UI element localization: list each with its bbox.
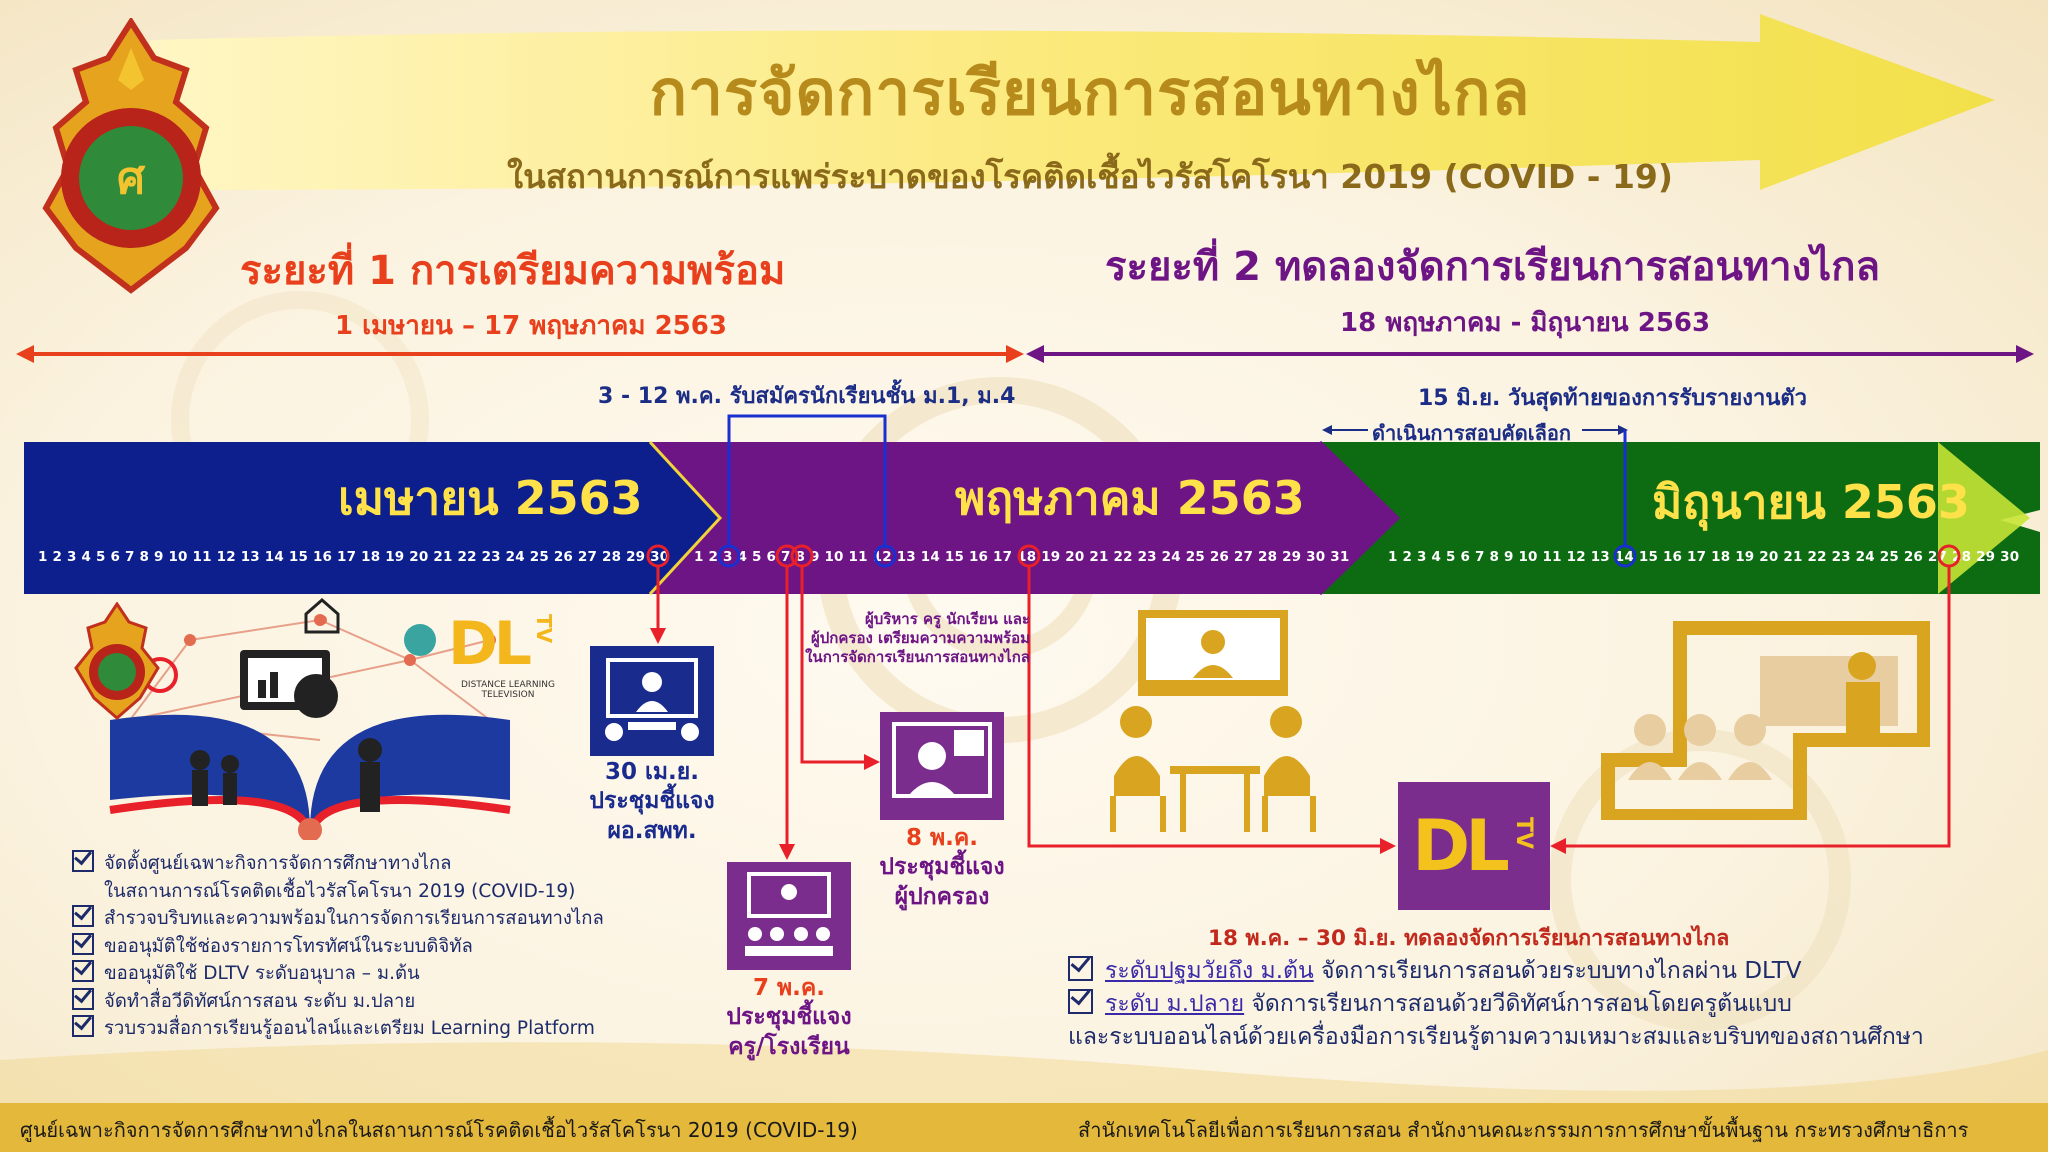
page-title: การจัดการเรียนการสอนทางไกล: [649, 56, 1531, 129]
event-may7-label: 7 พ.ค. ประชุมชี้แจง ครู/โรงเรียน: [700, 974, 878, 1062]
dltv-tile-text: DL: [1412, 805, 1510, 887]
dltv-logo-tv: TV: [532, 614, 557, 644]
event-apr30-date: 30 เม.ย.: [605, 759, 699, 785]
june-days: 1 2 3 4 5 6 7 8 9 10 11 12 13 14 15 16 1…: [1388, 549, 2020, 565]
event-may8-line2: ผู้ปกครอง: [894, 883, 990, 910]
dltv-caption-2: TELEVISION: [481, 690, 535, 700]
svg-text:ศ: ศ: [117, 153, 146, 204]
checkbox-icon: [1068, 956, 1093, 981]
checkbox-icon: [72, 1015, 94, 1037]
trial-item-1-text: จัดการเรียนการสอนด้วยระบบทางไกลผ่าน DLTV: [1313, 958, 1802, 984]
event-may7-line1: ประชุมชี้แจง: [726, 1004, 852, 1031]
selection-note: ดำเนินการสอบคัดเลือก: [1372, 421, 1571, 445]
checklist-item-1-text: จัดตั้งศูนย์เฉพาะกิจการจัดการศึกษาทางไกล: [104, 853, 452, 874]
checklist-item-1-continued: ในสถานการณ์โรคติดเชื้อไวรัสโคโรนา 2019 (…: [104, 880, 576, 902]
dltv-broadcast-tile: DL TV: [1398, 782, 1550, 910]
phase1-dates: 1 เมษายน – 17 พฤษภาคม 2563: [335, 311, 727, 341]
footer-right-text: สำนักเทคโนโลยีเพื่อการเรียนการสอน สำนักง…: [1078, 1118, 1969, 1142]
selection-range-arrow: [1322, 425, 1628, 435]
trial-item-1-level: ระดับปฐมวัยถึง ม.ต้น: [1105, 958, 1314, 984]
checklist-item-2-text: สำรวจบริบทและความพร้อมในการจัดการเรียนกา…: [104, 908, 604, 929]
trial-item-2: ระดับ ม.ปลาย จัดการเรียนการสอนด้วยวีดิทั…: [1068, 988, 1924, 1021]
checklist-item-2: สำรวจบริบทและความพร้อมในการจัดการเรียนกา…: [72, 905, 604, 933]
prep-note: ผู้บริหาร ครู นักเรียน และ ผู้ปกครอง เตร…: [800, 610, 1030, 668]
video-call-icon: [892, 722, 992, 798]
trial-item-2-level: ระดับ ม.ปลาย: [1105, 991, 1245, 1017]
month-april-label: เมษายน 2563: [338, 471, 643, 525]
enroll-note: 3 - 12 พ.ค. รับสมัครนักเรียนชั้น ม.1, ม.…: [598, 384, 1016, 409]
classroom-icon: [745, 872, 833, 956]
preparation-illustration: [109, 614, 511, 840]
trial-item-1: ระดับปฐมวัยถึง ม.ต้น จัดการเรียนการสอนด้…: [1068, 955, 1924, 988]
dltv-logo-text: DL: [448, 609, 532, 679]
checkbox-icon: [72, 960, 94, 982]
april-days: 1 2 3 4 5 6 7 8 9 10 11 12 13 14 15 16 1…: [38, 549, 670, 565]
trial-list: ระดับปฐมวัยถึง ม.ต้น จัดการเรียนการสอนด้…: [1068, 955, 1924, 1054]
dltv-caption-1: DISTANCE LEARNING: [460, 680, 556, 690]
checklist-item-5: จัดทำสื่อวีดิทัศน์การสอน ระดับ ม.ปลาย: [72, 987, 604, 1016]
event-may7-date: 7 พ.ค.: [752, 975, 826, 1001]
event-apr30-label: 30 เม.ย. ประชุมชี้แจง ผอ.สพท.: [560, 758, 744, 846]
class-presentation-illustration: [1601, 621, 1930, 820]
report-note: 15 มิ.ย. วันสุดท้ายของการรับรายงานตัว: [1418, 386, 1807, 411]
trial-item-2-continued: และระบบออนไลน์ด้วยเครื่องมือการเรียนรู้ต…: [1068, 1024, 1924, 1050]
meeting-parents-tile: [880, 712, 1004, 820]
phase2-title: ระยะที่ 2 ทดลองจัดการเรียนการสอนทางไกล: [1105, 244, 1881, 290]
title-block: การจัดการเรียนการสอนทางไกล ในสถานการณ์กา…: [340, 44, 1840, 203]
house-icon: [304, 598, 340, 634]
checklist-item-3: ขออนุมัติใช้ช่องรายการโทรทัศน์ในระบบดิจิ…: [72, 932, 604, 961]
month-may-label: พฤษภาคม 2563: [955, 471, 1305, 525]
month-june-label: มิถุนายน 2563: [1652, 475, 1970, 529]
meeting-teachers-tile: [727, 862, 851, 970]
prep-note-line3: ในการจัดการเรียนการสอนทางไกล: [805, 648, 1030, 667]
checklist-item-3-text: ขออนุมัติใช้ช่องรายการโทรทัศน์ในระบบดิจิ…: [104, 935, 473, 957]
phase2-dates: 18 พฤษภาคม - มิถุนายน 2563: [1340, 308, 1711, 338]
trial-title: 18 พ.ค. – 30 มิ.ย. ทดลองจัดการเรียนการสอ…: [1208, 926, 1730, 951]
checkbox-icon: [72, 987, 94, 1010]
prep-note-line1: ผู้บริหาร ครู นักเรียน และ: [865, 610, 1030, 628]
checklist-item-4-text: ขออนุมัติใช้ DLTV ระดับอนุบาล – ม.ต้น: [104, 963, 420, 984]
checklist-item-6-text: รวบรวมสื่อการเรียนรู้ออนไลน์และเตรียม Le…: [104, 1018, 595, 1039]
checklist-item-5-text: จัดทำสื่อวีดิทัศน์การสอน ระดับ ม.ปลาย: [104, 990, 416, 1012]
checklist-item-6: รวบรวมสื่อการเรียนรู้ออนไลน์และเตรียม Le…: [72, 1015, 604, 1043]
prep-note-line2: ผู้ปกครอง เตรียมความความพร้อม: [810, 629, 1030, 648]
event-apr30-line2: ผอ.สพท.: [607, 817, 697, 844]
checklist-item-1: จัดตั้งศูนย์เฉพาะกิจการจัดการศึกษาทางไกล: [72, 850, 604, 878]
page-subtitle: ในสถานการณ์การแพร่ระบาดของโรคติดเชื้อไวร…: [507, 157, 1673, 196]
dltv-tile-tv: TV: [1510, 816, 1536, 850]
checklist-item-4: ขออนุมัติใช้ DLTV ระดับอนุบาล – ม.ต้น: [72, 960, 604, 988]
header-arrow: [150, 14, 1995, 190]
event-may8-date: 8 พ.ค.: [905, 825, 979, 851]
phase-span-arrows: [16, 345, 2034, 363]
dltv-logo-small: DL TV DISTANCE LEARNING TELEVISION: [448, 614, 568, 700]
event-may7-line2: ครู/โรงเรียน: [728, 1033, 850, 1060]
event-may8-label: 8 พ.ค. ประชุมชี้แจง ผู้ปกครอง: [858, 824, 1026, 912]
online-learning-illustration: [1110, 610, 1316, 832]
event-apr30-line1: ประชุมชี้แจง: [589, 788, 715, 815]
checkbox-icon: [72, 850, 94, 872]
obec-emblem-logo: ศ: [42, 18, 220, 294]
month-timeline: [24, 440, 2040, 596]
presenter-icon: [605, 658, 699, 741]
checkbox-icon: [1068, 989, 1093, 1014]
obec-emblem-small: [74, 602, 160, 720]
footer-bar: [0, 1103, 2048, 1152]
preparation-checklist: จัดตั้งศูนย์เฉพาะกิจการจัดการศึกษาทางไกล…: [72, 850, 604, 1043]
trial-item-2-text: จัดการเรียนการสอนด้วยวีดิทัศน์การสอนโดยค…: [1244, 991, 1792, 1017]
phase1-title: ระยะที่ 1 การเตรียมความพร้อม: [240, 248, 786, 294]
event-may8-line1: ประชุมชี้แจง: [879, 854, 1005, 881]
may-days: 1 2 3 4 5 6 7 8 9 10 11 12 13 14 15 16 1…: [694, 549, 1350, 565]
checkbox-icon: [72, 932, 94, 955]
footer-left-text: ศูนย์เฉพาะกิจการจัดการศึกษาทางไกลในสถานก…: [20, 1118, 858, 1142]
checkbox-icon: [72, 905, 94, 927]
meeting-directors-tile: [590, 646, 714, 756]
